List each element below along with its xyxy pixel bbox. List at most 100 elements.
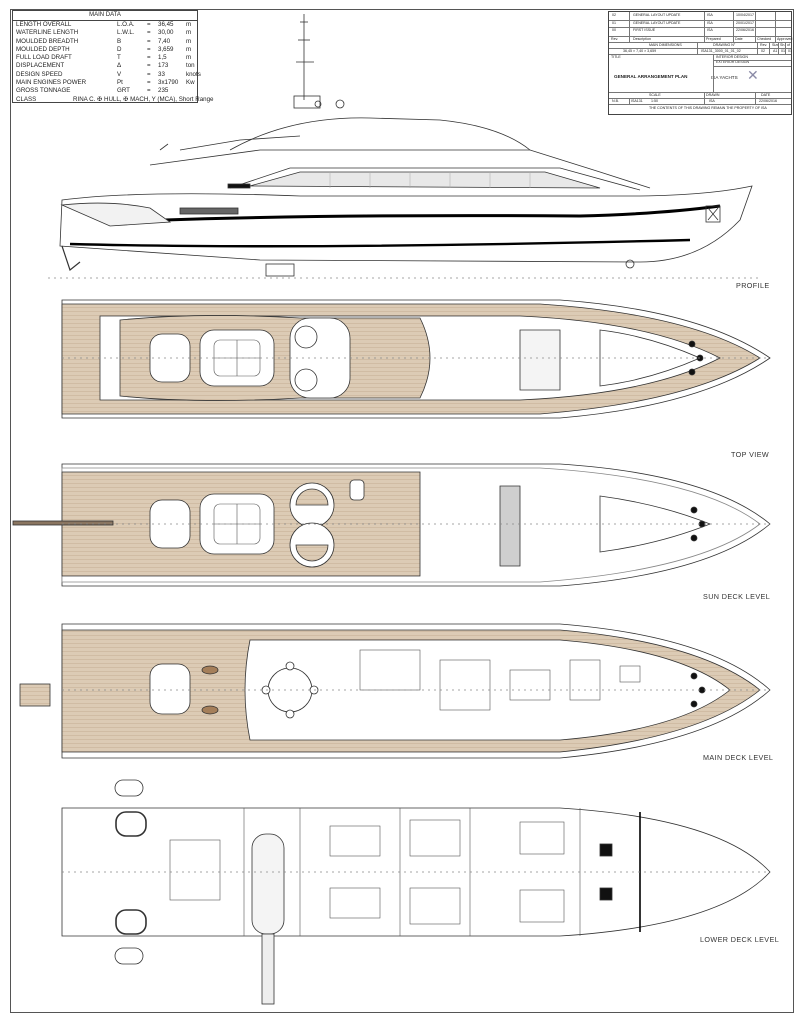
title-label: TITLE — [611, 54, 621, 59]
class-row: CLASS RINA C. ✠ HULL, ✠ MACH, Y (MCA), S… — [13, 95, 213, 104]
sun-deck-plan — [12, 463, 771, 587]
copyright-notice: THE CONTENTS OF THIS DRAWING REMAIN THE … — [649, 105, 767, 110]
rev-header-date: Date — [735, 36, 743, 41]
top-view — [61, 299, 771, 419]
main-data-value: 30,00 — [158, 29, 174, 37]
size-label: Size — [772, 42, 779, 47]
hull-value: ISA131 — [631, 98, 643, 103]
main-data-eq: = — [147, 54, 151, 62]
dimensions-value: 36,45 × 7,40 × 3,659 — [623, 48, 657, 53]
main-data-code: Pt — [117, 79, 123, 87]
main-data-code: L.O.A. — [117, 21, 135, 28]
revision-date: 22/06/2016 — [736, 28, 754, 32]
main-data-code: GRT — [117, 87, 130, 95]
profile-label: PROFILE — [736, 281, 770, 290]
main-data-value: 1,5 — [158, 54, 167, 62]
class-value: RINA C. ✠ HULL, ✠ MACH, Y (MCA), Short R… — [73, 95, 214, 103]
main-data-eq: = — [147, 70, 151, 78]
main-data-label: MAIN ENGINES POWER — [16, 79, 87, 87]
profile-view — [48, 14, 760, 279]
main-data-value: 3,659 — [158, 45, 174, 53]
revision-rev: 00 — [612, 28, 616, 32]
main-data-unit: Kw — [186, 79, 195, 87]
main-data-code: B — [117, 37, 122, 45]
rev-header-checked: Checked — [757, 36, 772, 41]
main-dimensions-label: MAIN DIMENSIONS — [649, 42, 682, 47]
main-data-value: 36,45 — [158, 21, 174, 28]
main-data-unit: ton — [186, 62, 195, 70]
main-data-eq: = — [147, 87, 151, 95]
main-data-eq: = — [147, 21, 151, 28]
main-data-eq: = — [147, 45, 151, 53]
lower-deck-plan — [61, 779, 771, 1005]
main-data-code: V — [117, 70, 122, 78]
main-data-row: MOULDED DEPTH D = 3,659 m — [13, 46, 197, 54]
interior-design-label: INTERIOR DESIGN — [716, 54, 748, 59]
revision-by: ISA — [707, 28, 713, 32]
main-data-value: 235 — [158, 87, 169, 95]
date-value: 22/06/2016 — [759, 98, 777, 103]
main-data-eq: = — [147, 62, 151, 70]
rev-header-prepared: Prepared — [706, 36, 721, 41]
main-data-unit: m — [186, 54, 192, 62]
main-deck-plan — [19, 623, 771, 759]
rev-header-approved: Approved — [777, 36, 793, 41]
scale-value: 1:50 — [651, 98, 658, 103]
main-deck-label: MAIN DECK LEVEL — [703, 753, 774, 762]
class-label: CLASS — [16, 95, 37, 103]
main-data-row: GROSS TONNAGE GRT = 235 — [13, 87, 197, 95]
main-data-code: D — [117, 45, 122, 53]
rev-value: 02 — [761, 48, 765, 53]
main-data-unit: m — [186, 37, 192, 45]
drawing-title: GENERAL ARRANGEMENT PLAN — [614, 74, 688, 79]
main-data-unit: m — [186, 21, 192, 28]
revision-date: 20/01/2017 — [736, 20, 754, 25]
of-label: of — [787, 42, 790, 47]
main-data-eq: = — [147, 79, 151, 87]
revision-desc: GENERAL LAYOUT UPDATE — [633, 13, 681, 17]
scale-label: SCALE — [649, 92, 661, 97]
main-data-value: 7,40 — [158, 37, 171, 45]
top-view-label: TOP VIEW — [731, 450, 770, 459]
main-data-label: MOULDED DEPTH — [16, 45, 70, 53]
revision-desc: FIRST ISSUE — [633, 28, 656, 32]
main-data-row: DISPLACEMENT Δ = 173 ton — [13, 62, 197, 70]
main-data-value: 173 — [158, 62, 169, 70]
sun-deck-label: SUN DECK LEVEL — [703, 592, 771, 601]
drawing-no-label: DRAWING N° — [713, 42, 736, 47]
revision-rev: 01 — [612, 20, 616, 25]
main-data-label: GROSS TONNAGE — [16, 87, 71, 95]
main-data-label: DISPLACEMENT — [16, 62, 65, 70]
main-data-label: LENGTH OVERALL — [16, 21, 72, 28]
of-value: 01 — [788, 48, 792, 53]
revision-rev: 02 — [612, 13, 616, 17]
exterior-design-label: EXTERIOR DESIGN — [716, 60, 750, 64]
main-data-value: 33 — [158, 70, 165, 78]
drawn-label: DRAWN — [706, 92, 720, 97]
drawing-frame — [10, 9, 794, 1013]
main-data-code: Δ — [117, 62, 122, 70]
main-data-code: L.W.L. — [117, 29, 135, 37]
drawing-no-value: ISA131_3000_01_01_02 — [701, 48, 741, 53]
main-data-unit: m — [186, 29, 192, 37]
main-data-unit: m — [186, 45, 192, 53]
main-data-label: DESIGN SPEED — [16, 70, 63, 78]
main-data-row: LENGTH OVERALL L.O.A. = 36,45 m — [13, 21, 197, 29]
date-label: DATE — [761, 92, 771, 97]
hull-label: N.B. — [612, 98, 619, 103]
drawn-value: ISA — [709, 98, 715, 103]
rev-header-desc: Description — [633, 36, 651, 41]
main-data-code: T — [117, 54, 121, 62]
main-data-label: MOULDED BREADTH — [16, 37, 79, 45]
sheet-label: Sh. — [780, 42, 786, 47]
company-name: ISA YACHTS — [711, 75, 738, 80]
lower-deck-label: LOWER DECK LEVEL — [700, 935, 780, 944]
